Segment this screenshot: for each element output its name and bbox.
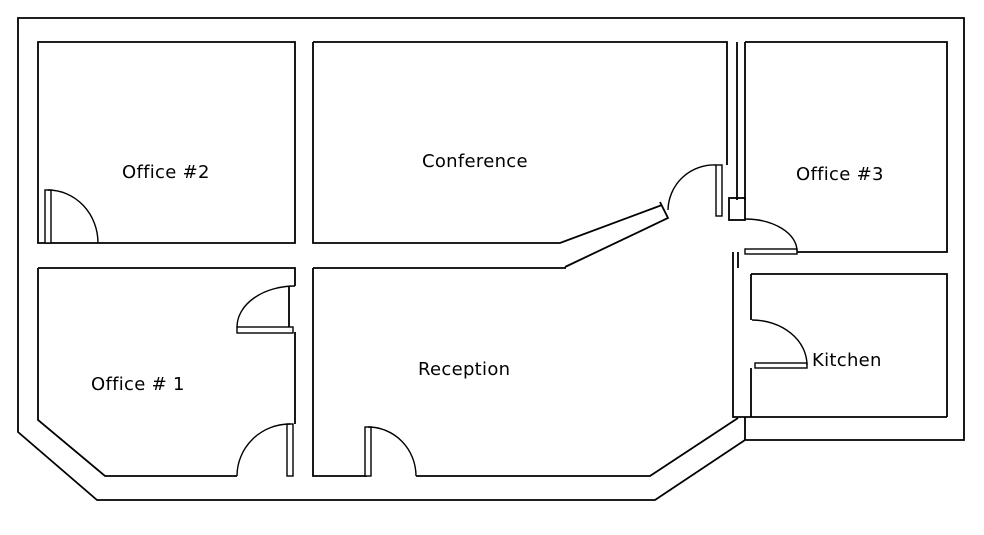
office-3-door[interactable] [744, 218, 798, 255]
conference-door-swing-arc [667, 164, 717, 211]
office-1-upper-door-swing-arc [236, 285, 296, 328]
kitchen-walls [750, 273, 948, 417]
kitchen-door[interactable] [751, 319, 808, 369]
kitchen-door-leaf [754, 362, 808, 369]
office-2-door-leaf [44, 189, 52, 244]
office-3-door-leaf [744, 248, 798, 255]
office-3-door-post [728, 197, 746, 221]
conference-partition-wall [564, 201, 670, 268]
room-label-office-2: Office #2 [122, 162, 210, 183]
kitchen-door-swing-arc [751, 319, 808, 366]
room-label-conference: Conference [422, 151, 528, 172]
office-1-upper-door[interactable] [236, 285, 296, 334]
reception-door-leaf [364, 426, 372, 477]
reception-walls [312, 267, 739, 477]
office-1-lower-door-swing-arc [236, 423, 291, 477]
office-3-door-swing-arc [744, 218, 798, 252]
office-1-upper-door-leaf [236, 326, 294, 334]
office-1-lower-door[interactable] [236, 423, 294, 477]
room-label-kitchen: Kitchen [812, 350, 882, 371]
reception-door-swing-arc [367, 426, 417, 477]
conference-door-leaf [715, 164, 723, 217]
office-1-walls [37, 267, 296, 477]
corridor-wall [732, 252, 947, 440]
conference-door[interactable] [667, 164, 723, 217]
reception-door[interactable] [364, 426, 417, 477]
office-2-walls [37, 41, 296, 244]
room-labels: Office #2 Conference Office #3 Office # … [91, 151, 884, 395]
outer-wall-outline [17, 17, 965, 501]
office-3-walls [744, 41, 948, 253]
room-label-reception: Reception [418, 359, 510, 380]
doors [44, 164, 808, 477]
room-label-office-3: Office #3 [796, 164, 884, 185]
walls [17, 17, 965, 501]
office-2-door[interactable] [44, 189, 99, 244]
room-label-office-1: Office # 1 [91, 374, 185, 395]
conference-walls [312, 41, 728, 244]
office-2-door-swing-arc [47, 189, 99, 244]
office-1-lower-door-leaf [286, 423, 294, 477]
